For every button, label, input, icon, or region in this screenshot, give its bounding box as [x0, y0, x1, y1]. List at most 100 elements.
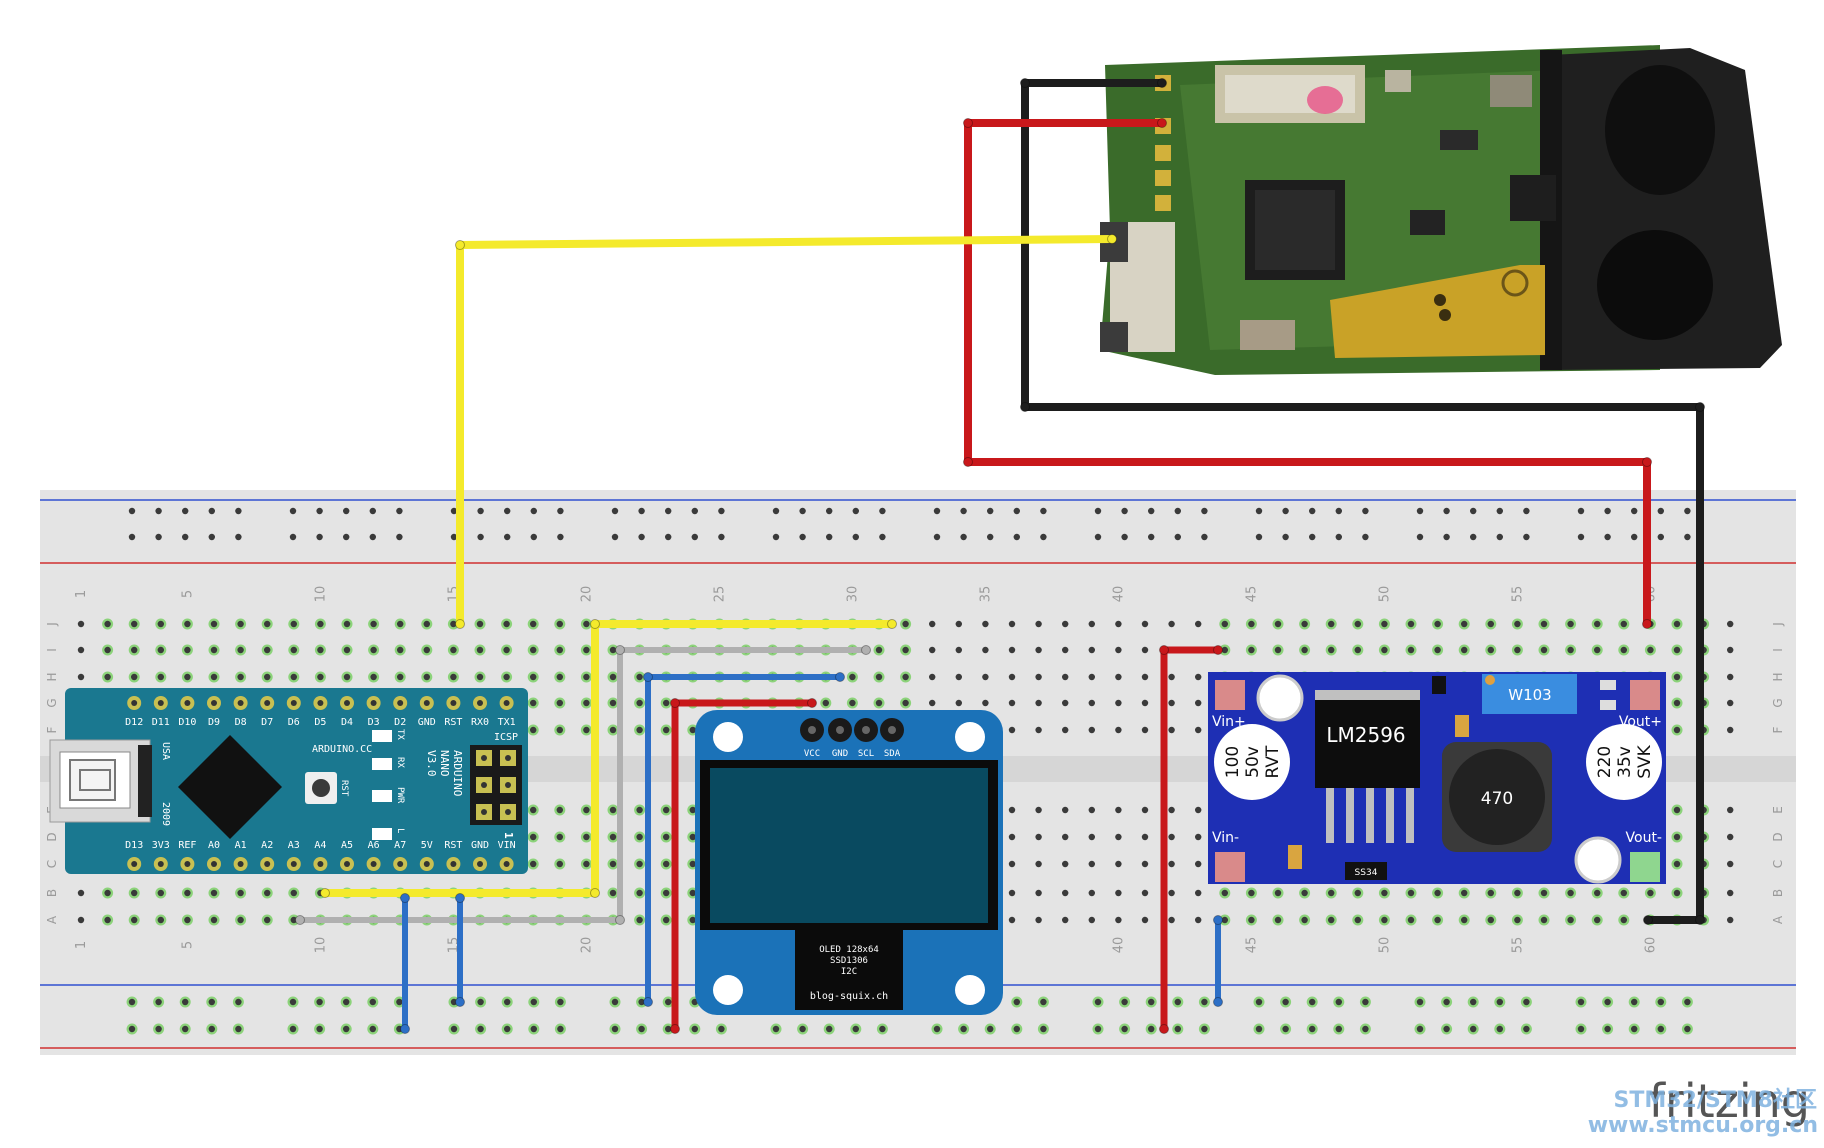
breadboard-hole [1115, 916, 1122, 924]
breadboard-hole [1673, 646, 1681, 654]
breadboard-hole [1115, 673, 1122, 681]
breadboard-hole [1594, 620, 1601, 628]
breadboard-hole [955, 620, 962, 628]
breadboard-hole [1008, 806, 1016, 814]
arduino-top-pin-label: D10 [178, 717, 196, 728]
breadboard-hole [1594, 646, 1601, 654]
breadboard-hole [1008, 646, 1016, 654]
rail-hole [128, 507, 136, 515]
buck-potentiometer[interactable] [1482, 674, 1577, 714]
rail-hole [1094, 998, 1102, 1006]
arduino-top-pin-label: D2 [394, 717, 406, 728]
rail-hole [1416, 533, 1424, 541]
wire-joint [615, 645, 625, 655]
sensor-pink-mark [1307, 86, 1343, 114]
arduino-bottom-pin-label: A5 [341, 840, 353, 851]
arduino-bottom-pin-label: REF [178, 840, 196, 851]
rail-hole [879, 533, 886, 541]
breadboard-hole [1008, 916, 1016, 924]
usb-icon [69, 759, 116, 801]
breadboard-hole [1141, 620, 1149, 628]
breadboard-hole [1035, 806, 1042, 814]
breadboard-hole [636, 860, 643, 868]
arduino-top-pin-hole [290, 700, 297, 706]
wire-joint [1695, 402, 1705, 412]
arduino-bottom-pin-hole [157, 861, 164, 867]
breadboard-hole [583, 620, 590, 628]
arduino-name-line-1: ARDUINO [451, 750, 464, 796]
breadboard-hole [530, 699, 537, 707]
rail-hole [1040, 998, 1047, 1006]
arduino-top-pin-label: D3 [368, 717, 380, 728]
arduino-top-pin-label: D11 [152, 717, 170, 728]
rail-hole [933, 533, 941, 541]
breadboard-hole [77, 620, 85, 628]
rail-hole [665, 1025, 672, 1033]
sensor-pad-5 [1155, 195, 1171, 211]
row-letter-right: I [1771, 648, 1785, 652]
row-letter-right: D [1771, 832, 1785, 841]
wire-joint [1159, 1024, 1169, 1034]
breadboard-hole [1141, 916, 1149, 924]
column-number-top: 50 [1377, 586, 1392, 603]
rail-hole [289, 507, 297, 515]
rail-hole [1523, 998, 1530, 1006]
breadboard-hole [157, 646, 164, 654]
rail-hole [1496, 507, 1504, 515]
breadboard-hole [1221, 889, 1229, 897]
rail-hole [530, 533, 537, 541]
rail-hole [638, 998, 645, 1006]
rail-hole [208, 998, 215, 1006]
rail-hole [1604, 533, 1611, 541]
breadboard-hole [317, 620, 324, 628]
breadboard-hole [929, 673, 936, 681]
row-letter-right: E [1771, 806, 1785, 814]
arduino-bottom-pin-hole [211, 861, 217, 867]
breadboard-hole [663, 726, 670, 734]
rail-hole [933, 507, 941, 515]
breadboard-hole [1168, 833, 1175, 841]
rail-hole [1201, 1025, 1208, 1033]
breadboard-hole [1168, 699, 1175, 707]
rail-hole [208, 533, 215, 541]
breadboard-hole [104, 646, 111, 654]
breadboard-hole [1301, 620, 1308, 628]
column-number-top: 55 [1510, 586, 1525, 603]
breadboard-hole [1514, 889, 1521, 897]
rail-hole [289, 1025, 297, 1033]
buck-potentiometer-screw[interactable] [1485, 675, 1495, 685]
wire-endpoints [295, 78, 1705, 1034]
breadboard-hole [1354, 646, 1362, 654]
rail-hole [1577, 998, 1585, 1006]
breadboard-hole [397, 673, 404, 681]
arduino-reset-knob[interactable] [312, 779, 330, 797]
breadboard-hole [556, 806, 563, 814]
wire-joint [887, 619, 897, 629]
arduino-bottom-pin-hole [397, 861, 404, 867]
oled-header-pin-core [888, 726, 896, 734]
rail-hole [1201, 998, 1208, 1006]
arduino-bottom-pin-label: A2 [261, 840, 273, 851]
rail-hole [235, 533, 242, 541]
sensor-smd-5 [1440, 130, 1478, 150]
arduino-bottom-pin-hole [423, 861, 430, 867]
rail-hole [1577, 507, 1585, 515]
breadboard-hole [1141, 726, 1149, 734]
arduino-top-pin-hole [264, 700, 271, 706]
breadboard-hole [556, 699, 563, 707]
breadboard-hole [822, 699, 829, 707]
rail-hole [1604, 1025, 1611, 1033]
watermark-title: STM32/STM8社区 [1614, 1087, 1817, 1113]
rail-hole [208, 1025, 215, 1033]
arduino-top-pin-hole [131, 700, 138, 706]
breadboard-hole [583, 806, 590, 814]
arduino-top-pin-label: D9 [208, 717, 220, 728]
breadboard-hole [1008, 726, 1016, 734]
breadboard-hole [1248, 916, 1255, 924]
buck-capacitor-label: 100 [1223, 746, 1243, 778]
column-number-top: 1 [74, 590, 89, 598]
rail-hole [1174, 507, 1182, 515]
arduino-name-line-2: NANO [438, 750, 451, 777]
row-letter-right: J [1771, 622, 1785, 627]
breadboard-hole [609, 646, 617, 654]
